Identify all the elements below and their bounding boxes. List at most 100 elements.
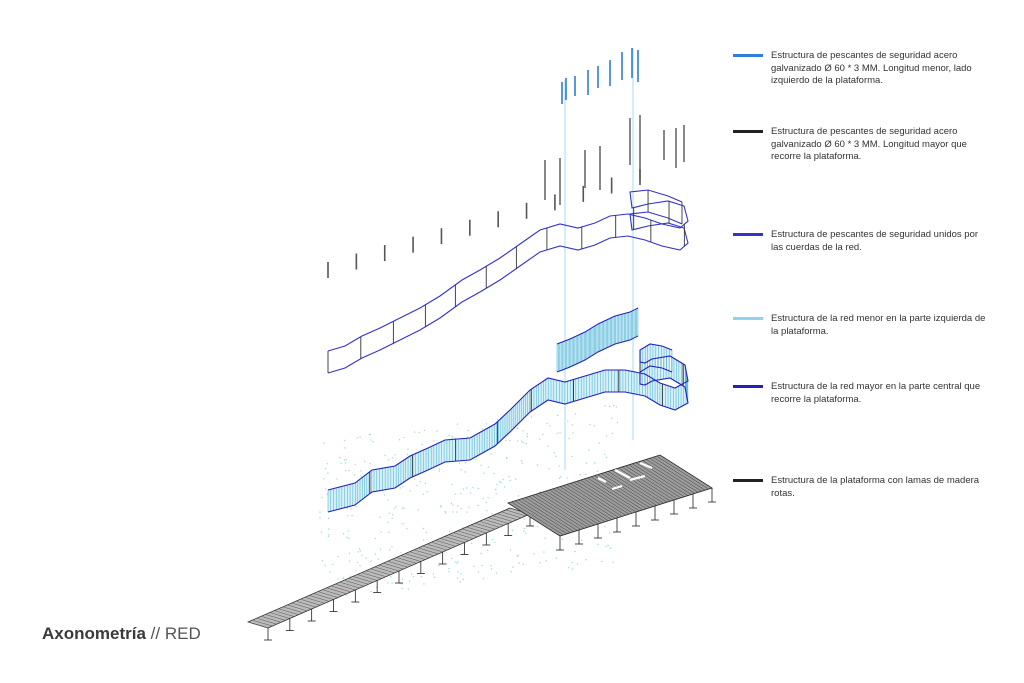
stipple-dot	[421, 443, 423, 446]
drawing-title: Axonometría // RED	[42, 624, 201, 644]
stipple-dot	[403, 436, 405, 439]
deck-slat	[396, 557, 417, 564]
deck-slat	[247, 621, 269, 629]
stipple-dot	[420, 576, 422, 578]
stipple-dot	[370, 590, 372, 593]
stipple-dot	[424, 482, 427, 484]
stipple-dot	[433, 440, 435, 442]
stipple-dot	[401, 587, 403, 589]
platform-slat	[542, 491, 595, 526]
broken-slat-gap	[597, 477, 607, 483]
stipple-dot	[611, 417, 613, 419]
stipple-dot	[402, 485, 404, 488]
stipple-dot	[383, 494, 386, 496]
small-net-layer	[556, 307, 639, 373]
deck-slat	[256, 617, 277, 625]
stipple-dot	[460, 492, 462, 495]
stipple-dot	[423, 429, 426, 432]
stipple-dot	[355, 506, 357, 508]
broken-slat-gap	[611, 484, 623, 491]
long-posts-layer	[327, 115, 685, 278]
deck-slat	[278, 608, 299, 615]
stipple-dot	[387, 499, 389, 501]
stipple-dot	[328, 528, 330, 530]
stipple-dot	[481, 428, 483, 430]
stipple-dot	[526, 435, 529, 438]
deck-slat	[483, 519, 504, 526]
stipple-dot	[392, 457, 394, 459]
stipple-dot	[336, 478, 338, 480]
stipple-dot	[329, 571, 331, 573]
stipple-dot	[486, 510, 488, 512]
stipple-dot	[339, 456, 341, 459]
stipple-dot	[546, 422, 548, 425]
stipple-dot	[495, 572, 498, 574]
stipple-dot	[409, 490, 412, 492]
stipple-dot	[460, 508, 463, 510]
stipple-dot	[439, 506, 442, 508]
stipple-dot	[607, 544, 609, 546]
deck-slat	[488, 517, 509, 524]
platform-slat	[532, 495, 585, 529]
stipple-dot	[422, 527, 425, 530]
stipple-dot	[400, 552, 402, 554]
stipple-dot	[477, 487, 480, 490]
stipple-dot	[354, 463, 356, 466]
legend-swatch	[733, 479, 763, 482]
stipple-dot	[516, 555, 518, 557]
stipple-dot	[468, 506, 470, 508]
stipple-dot	[601, 560, 603, 563]
stipple-dot	[523, 518, 525, 520]
deck-slat	[309, 595, 330, 602]
stipple-dot	[345, 458, 347, 461]
stipple-dot	[395, 506, 397, 508]
stipple-dot	[438, 468, 441, 470]
deck-slat	[300, 598, 321, 606]
stipple-dot	[342, 577, 344, 579]
stipple-dot	[579, 474, 581, 476]
stipple-dot	[353, 474, 356, 476]
platform-slat	[545, 490, 599, 525]
stipple-dot	[588, 449, 590, 451]
platform-slat	[580, 479, 633, 514]
stipple-dot	[520, 440, 523, 442]
stipple-dot	[539, 438, 541, 440]
stipple-dot	[457, 505, 459, 507]
stipple-dot	[459, 581, 461, 583]
stipple-dot	[486, 549, 489, 551]
stipple-dot	[495, 488, 497, 491]
stipple-dot	[500, 481, 502, 484]
stipple-dot	[576, 563, 579, 565]
deck-slat	[492, 515, 513, 522]
deck-slat	[361, 572, 382, 579]
stipple-dot	[374, 537, 376, 540]
platform-slat	[646, 459, 699, 493]
posts-joined-frame-layer	[327, 189, 689, 374]
platform-slat	[590, 476, 644, 511]
stipple-dot	[328, 517, 330, 520]
stipple-dot	[548, 468, 550, 470]
stipple-dot	[609, 547, 612, 549]
stipple-dot	[490, 453, 492, 455]
stipple-dot	[320, 531, 323, 533]
stipple-dot	[594, 425, 596, 427]
platform-slat	[556, 487, 609, 521]
stipple-dot	[485, 501, 487, 504]
deck-slat	[274, 610, 295, 617]
stipple-dot	[402, 523, 404, 525]
deck-slat	[252, 619, 273, 627]
stipple-dot	[358, 548, 361, 550]
stipple-dot	[611, 432, 614, 434]
stipple-dot	[391, 517, 393, 519]
stipple-dot	[407, 448, 409, 450]
stipple-dot	[321, 560, 324, 562]
stipple-dot	[612, 561, 614, 563]
stipple-dot	[398, 439, 401, 441]
stipple-dot	[355, 570, 357, 572]
stipple-dot	[496, 483, 498, 486]
deck-slat	[418, 547, 439, 555]
stipple-dot	[525, 442, 527, 445]
stipple-dot	[448, 571, 450, 573]
deck-slat	[400, 555, 421, 562]
stipple-dot	[356, 437, 358, 439]
